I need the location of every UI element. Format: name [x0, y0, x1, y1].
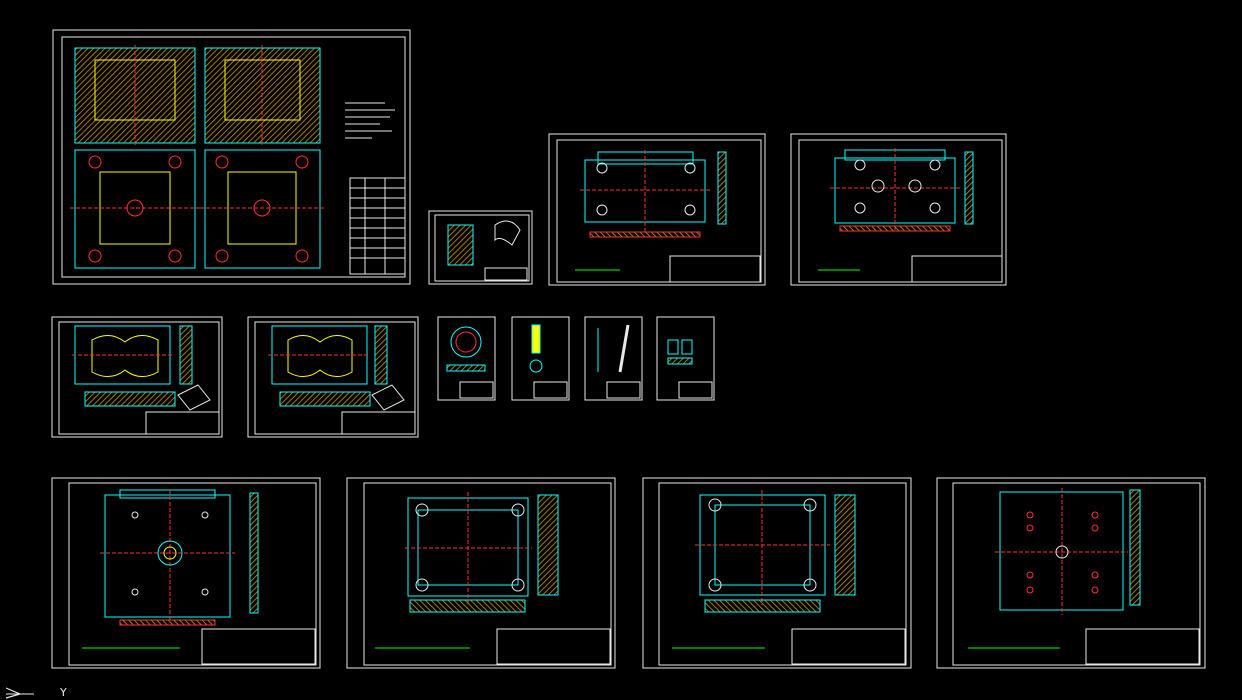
ucs-icon [5, 687, 34, 699]
sheet-plate-e[interactable] [642, 477, 912, 669]
sheet-ring[interactable] [437, 316, 496, 401]
sheet-plate-c[interactable] [51, 477, 321, 669]
sheet-cavity-2[interactable] [247, 316, 419, 438]
sheet-pin[interactable] [584, 316, 643, 401]
sheet-plate-b[interactable] [790, 133, 1007, 286]
sheet-plate-f[interactable] [936, 477, 1206, 669]
sheet-cavity-1[interactable] [51, 316, 223, 438]
sheet-block[interactable] [656, 316, 715, 401]
sheet-assembly[interactable] [52, 29, 411, 285]
sheet-plate-d[interactable] [346, 477, 616, 669]
sheet-part-small-1[interactable] [428, 210, 533, 285]
ucs-axis-label: Y [60, 686, 67, 699]
sheet-sprue[interactable] [511, 316, 570, 401]
sheet-plate-a[interactable] [548, 133, 766, 286]
